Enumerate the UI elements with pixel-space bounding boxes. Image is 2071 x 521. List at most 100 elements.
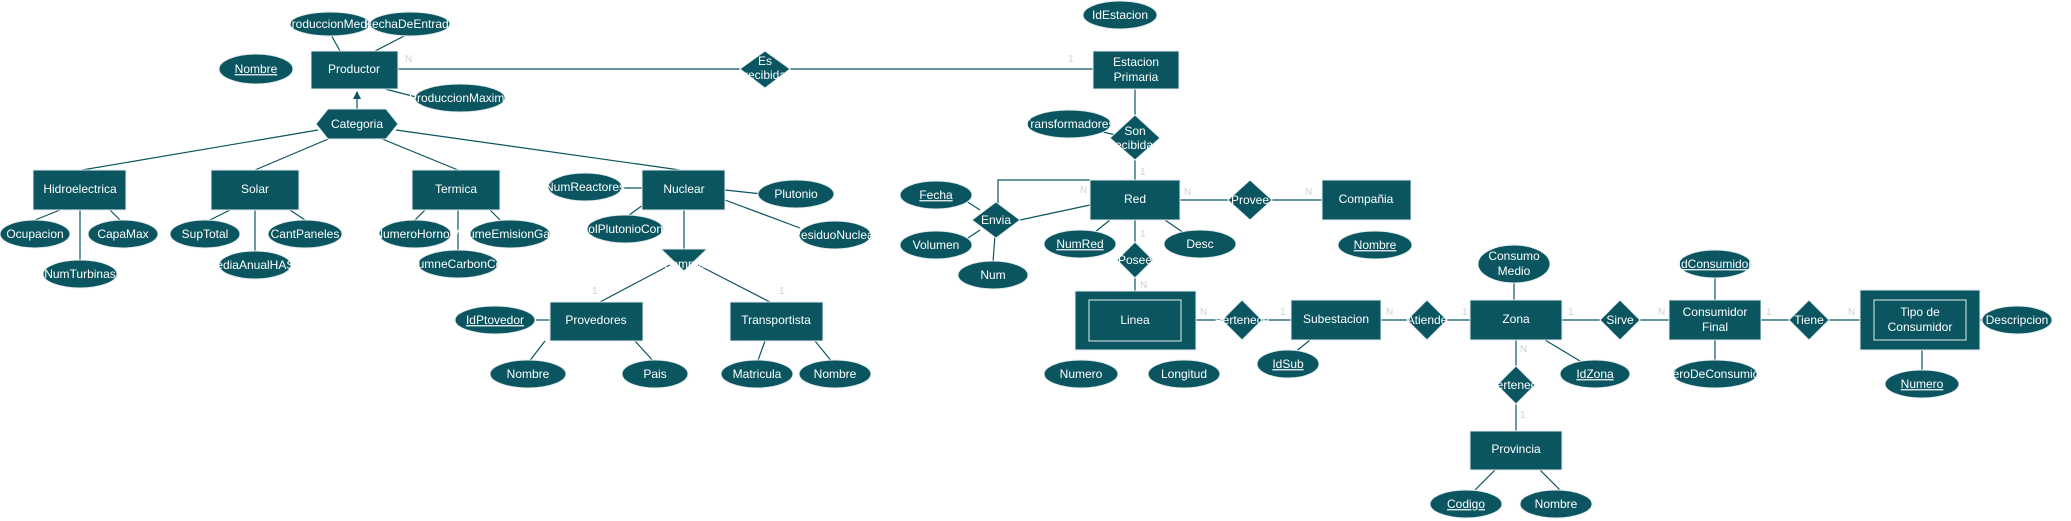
attr-numero-hornos[interactable]: NumeroHornos xyxy=(374,219,456,249)
relationship-son-recibidas[interactable]: Son recibidas xyxy=(1109,114,1161,161)
attr-vol-plutonio[interactable]: VolPlutonioCons xyxy=(581,214,669,244)
entity-nuclear[interactable]: Nuclear xyxy=(641,169,726,211)
edge-attr-nombre-transportista xyxy=(814,340,834,364)
entity-compania[interactable]: Compañia xyxy=(1321,179,1412,221)
relationship-es-recibida[interactable]: Es recibida xyxy=(739,50,791,89)
attr-suptotal[interactable]: SupTotal xyxy=(169,219,241,249)
entity-productor[interactable]: Productor xyxy=(310,50,399,90)
attr-numero-linea[interactable]: Numero xyxy=(1043,359,1119,389)
attr-numero-tipo[interactable]: Numero xyxy=(1884,369,1960,399)
attr-fecha-label: Fecha xyxy=(919,188,953,202)
attr-id-provedor[interactable]: IdPtovedor xyxy=(454,305,536,335)
edge-attr-volume-emision xyxy=(489,209,501,221)
entity-termica[interactable]: Termica xyxy=(411,169,501,211)
attr-num[interactable]: Num xyxy=(957,260,1029,290)
entity-estacion-primaria[interactable]: Estacion Primaria xyxy=(1092,50,1180,90)
edge-attr-fecha xyxy=(965,200,981,211)
edge-hidroelectrica-categoria xyxy=(81,129,319,171)
attr-descripcion[interactable]: Descripcion xyxy=(1981,305,2053,335)
relationship-atiende[interactable]: Atiende xyxy=(1406,299,1448,341)
attr-ocupacion[interactable]: Ocupacion xyxy=(0,219,71,249)
attr-nombre-provedor[interactable]: Nombre xyxy=(489,359,567,389)
entity-tipo-consumidor[interactable]: Tipo de Consumidor xyxy=(1859,289,1981,351)
entity-consumidor-final[interactable]: Consumidor Final xyxy=(1668,299,1762,341)
entity-hidroelectrica[interactable]: Hidroelectrica xyxy=(32,169,127,211)
connectors xyxy=(34,32,1982,491)
entity-red[interactable]: Red xyxy=(1089,179,1181,221)
attr-nombre-productor-label: Nombre xyxy=(235,62,278,76)
attr-num-red[interactable]: NumRed xyxy=(1043,229,1117,259)
relationship-pertenece-zona[interactable]: Pertenece xyxy=(1489,365,1544,405)
relationship-tiene[interactable]: Tiene xyxy=(1788,299,1830,341)
attr-consumo-medio-label-2: Medio xyxy=(1498,264,1531,278)
card-provincia-pertenece: 1 xyxy=(1520,410,1526,421)
relationship-categoria[interactable]: Categoria xyxy=(315,108,399,140)
edge-attr-capamax xyxy=(109,209,121,221)
attr-nombre-productor[interactable]: Nombre xyxy=(218,53,294,85)
attr-id-estacion[interactable]: IdEstacion xyxy=(1082,0,1158,30)
relationship-categoria-label: Categoria xyxy=(331,117,383,131)
entity-estacion-primaria-label-2: Primaria xyxy=(1114,70,1159,84)
attr-id-sub[interactable]: IdSub xyxy=(1256,349,1320,379)
entity-linea-label: Linea xyxy=(1120,313,1150,327)
relationship-provee[interactable]: Provee xyxy=(1227,179,1273,221)
relationship-envia[interactable]: Envia xyxy=(971,201,1021,239)
attr-media-anual[interactable]: MediaAnualHASol xyxy=(206,250,304,280)
attr-num-label: Num xyxy=(980,268,1005,282)
relationship-son-recibidas-label-1: Son xyxy=(1124,124,1145,138)
attr-consumo-medio[interactable]: Consumo Medio xyxy=(1477,244,1551,284)
entity-provincia[interactable]: Provincia xyxy=(1469,430,1563,471)
relationship-pertenece-linea[interactable]: Pertenece xyxy=(1215,299,1270,341)
relationship-es-recibida-label-1: Es xyxy=(758,54,772,68)
attr-longitud[interactable]: Longitud xyxy=(1147,359,1221,389)
entity-nuclear-label: Nuclear xyxy=(663,182,704,196)
entity-subestacion[interactable]: Subestacion xyxy=(1290,299,1382,341)
attr-fecha[interactable]: Fecha xyxy=(899,180,973,210)
attr-produccion-maxima[interactable]: ProduccionMaxima xyxy=(409,83,511,113)
attr-nombre-provincia[interactable]: Nombre xyxy=(1519,489,1593,519)
edge-attr-pais xyxy=(634,340,656,364)
relationship-atiende-label: Atiende xyxy=(1407,313,1448,327)
card-linea-pertenece: N xyxy=(1200,307,1207,318)
attr-residuo-nuclear[interactable]: ResiduoNuclear xyxy=(792,220,878,250)
attr-desc[interactable]: Desc xyxy=(1163,229,1237,259)
relationship-compra[interactable]: Compra xyxy=(659,248,709,272)
entity-transportista[interactable]: Transportista xyxy=(729,301,824,342)
attr-transformadores[interactable]: Transformadores xyxy=(1024,109,1115,139)
attr-volumne-carbon-label: VolumneCarbonCons xyxy=(401,257,515,271)
attr-numero-consumidores[interactable]: NumeroDeConsumidores xyxy=(1647,359,1783,389)
attr-capamax[interactable]: CapaMax xyxy=(87,219,159,249)
attr-volumne-carbon[interactable]: VolumneCarbonCons xyxy=(401,249,515,279)
attr-numero-consumidores-label: NumeroDeConsumidores xyxy=(1647,367,1782,381)
attr-fecha-entrada[interactable]: FechaDeEntrada xyxy=(365,11,456,37)
entity-termica-label: Termica xyxy=(435,182,477,196)
edge-attr-numero-hornos xyxy=(414,209,426,221)
attr-numturbinas[interactable]: NumTurbinas xyxy=(42,259,118,289)
attr-volume-emision[interactable]: VolumeEmisionGases xyxy=(451,219,569,249)
attr-id-consumidor[interactable]: IdConsumidor xyxy=(1678,249,1753,279)
entity-linea[interactable]: Linea xyxy=(1074,290,1197,351)
attr-pais[interactable]: Pais xyxy=(621,359,689,389)
attr-cantpaneles[interactable]: CantPaneles xyxy=(267,219,343,249)
attr-numero-tipo-label: Numero xyxy=(1901,377,1944,391)
attr-codigo[interactable]: Codigo xyxy=(1429,489,1503,519)
entity-zona[interactable]: Zona xyxy=(1469,299,1563,341)
attr-num-reactores[interactable]: NumReactores xyxy=(545,172,625,202)
relationship-sirve[interactable]: Sirve xyxy=(1599,299,1641,341)
attr-nombre-transportista[interactable]: Nombre xyxy=(798,359,872,389)
relationship-es-recibida-label-2: recibida xyxy=(744,68,786,82)
attr-volumen[interactable]: Volumen xyxy=(899,230,973,260)
card-consumidor-sirve: N xyxy=(1658,307,1665,318)
attr-nombre-compania[interactable]: Nombre xyxy=(1337,230,1413,260)
relationship-posee[interactable]: Posee xyxy=(1116,241,1154,279)
attr-id-zona[interactable]: IdZona xyxy=(1559,359,1631,389)
entity-solar[interactable]: Solar xyxy=(210,169,300,211)
edge-attr-ocupacion xyxy=(34,209,61,221)
attr-plutonio[interactable]: Plutonio xyxy=(757,179,835,209)
attr-produccion-media[interactable]: ProduccionMedia xyxy=(284,11,377,37)
entity-provedores[interactable]: Provedores xyxy=(549,301,644,342)
attr-produccion-maxima-label: ProduccionMaxima xyxy=(409,91,511,105)
attr-desc-label: Desc xyxy=(1186,237,1213,251)
attr-matricula[interactable]: Matricula xyxy=(720,359,794,389)
attr-nombre-transportista-label: Nombre xyxy=(814,367,857,381)
